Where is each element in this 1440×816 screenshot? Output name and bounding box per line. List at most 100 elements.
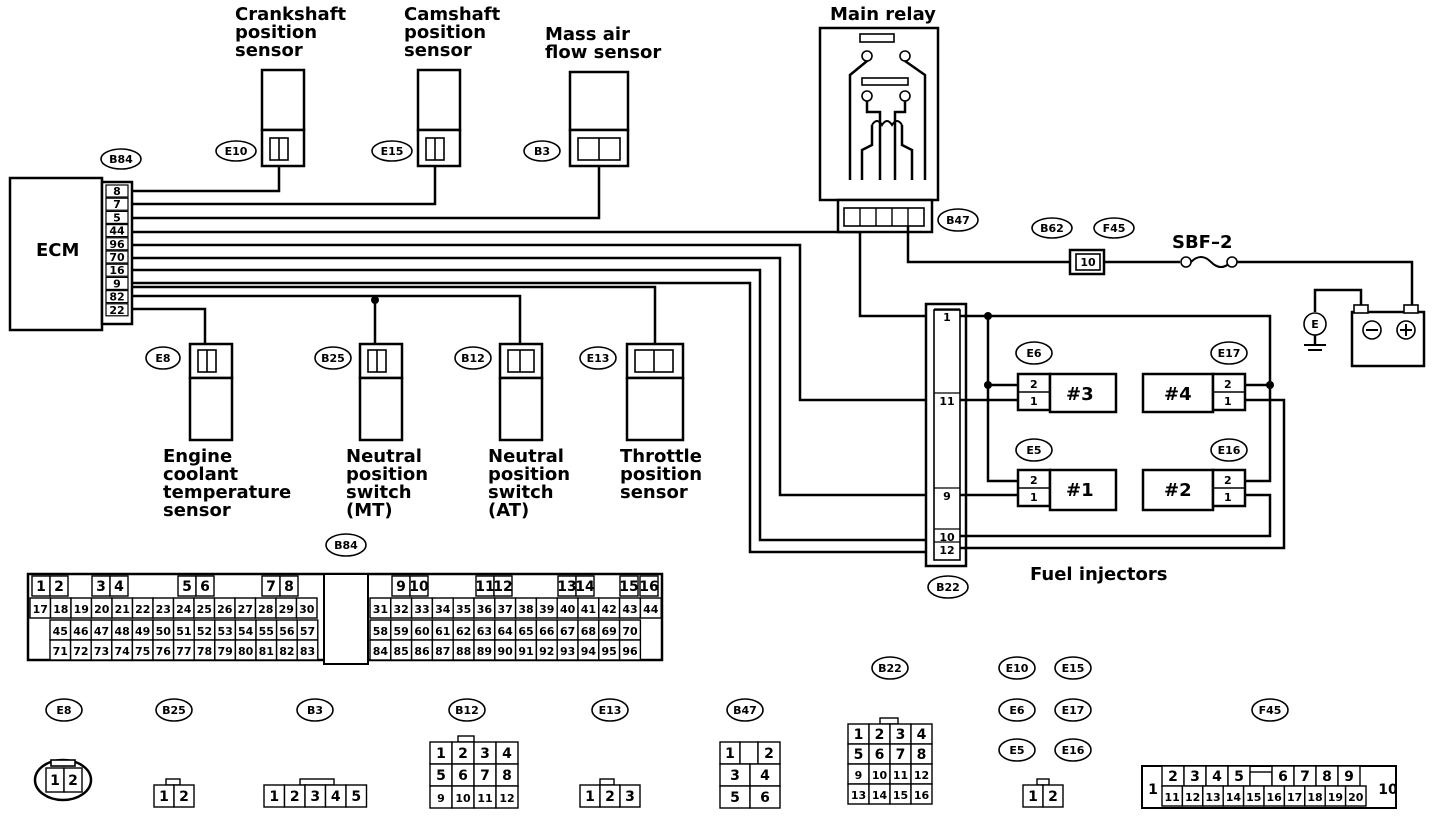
throttle-position-sensor: E13 Throttle position sensor (579, 342, 702, 503)
b84-pin: 27 (238, 603, 253, 616)
b84-pin: 68 (581, 625, 596, 638)
f45-pin: 2 (1168, 769, 1178, 785)
f45-pin: 19 (1328, 791, 1343, 804)
b84-pin: 44 (643, 603, 659, 616)
b12-pin: 1 (436, 746, 446, 762)
b3-pin: 5 (351, 789, 361, 805)
b22-pin: 6 (875, 747, 885, 763)
b47-pin: 1 (725, 746, 735, 762)
b84-pin: 62 (456, 625, 471, 638)
b84-pin: 69 (602, 625, 617, 638)
maf-label-1: Mass air (545, 24, 630, 45)
b84-pin: 53 (217, 625, 232, 638)
b84-pin: 93 (560, 645, 575, 658)
injector-3-label: #3 (1066, 384, 1094, 405)
b22-pin: 13 (851, 789, 866, 802)
coolant-temp-sensor: E8 Engine coolant temperature sensor (145, 342, 291, 521)
b25-tag: B25 (321, 352, 345, 365)
ecm-pin: 44 (109, 225, 125, 238)
b84-pin: 5 (182, 579, 192, 595)
b22-pin: 3 (896, 727, 906, 743)
b22-pin: 11 (939, 395, 954, 408)
b84-pin: 67 (560, 625, 575, 638)
b84-pin: 15 (619, 579, 638, 595)
b84-pin: 64 (498, 625, 514, 638)
b84-pin: 17 (33, 603, 48, 616)
e17-tag: E17 (1218, 347, 1241, 360)
f45-pin: 15 (1246, 791, 1261, 804)
b84-pin: 55 (259, 625, 274, 638)
crankshaft-label-2: position (235, 22, 317, 43)
e5-pin-1: 1 (1030, 491, 1038, 504)
nps-at-label-1: Neutral (488, 446, 564, 467)
main-relay: Main relay B47 (818, 4, 1072, 264)
b22-pin: 14 (872, 789, 888, 802)
e16-pin-1: 1 (1224, 491, 1232, 504)
b22-pin: 7 (896, 747, 906, 763)
ecm-pin: 5 (113, 211, 121, 224)
neutral-switch-mt: B25 Neutral position switch (MT) (314, 342, 428, 521)
b84-pin: 4 (114, 579, 124, 595)
b47-face-tag: B47 (733, 704, 757, 717)
b22-pin: 5 (854, 747, 864, 763)
b84-pin: 8 (284, 579, 294, 595)
b22-pin: 9 (855, 769, 863, 782)
nps-at-label-4: (AT) (488, 500, 529, 521)
f45-pin: 1 (1148, 782, 1158, 798)
b12-pin: 2 (458, 746, 468, 762)
b84-pin: 79 (217, 645, 232, 658)
b84-pin: 29 (279, 603, 294, 616)
ecm-wires (132, 166, 940, 554)
b3-pin: 2 (290, 789, 300, 805)
b84-pin: 42 (602, 603, 617, 616)
b12-pin: 4 (502, 746, 512, 762)
b22-pin: 8 (917, 747, 927, 763)
b47-pin: 3 (730, 768, 740, 784)
b47-tag: B47 (946, 214, 970, 227)
b84-pin: 89 (477, 645, 492, 658)
b84-pin: 74 (114, 645, 130, 658)
f45-pin: 4 (1212, 769, 1222, 785)
f45-pin: 20 (1348, 791, 1364, 804)
f45-pin: 3 (1190, 769, 1200, 785)
b84-pin: 9 (396, 579, 406, 595)
b84-pin: 7 (266, 579, 276, 595)
b22-pin: 15 (893, 789, 908, 802)
b84-pin: 12 (493, 579, 512, 595)
b22-pin: 4 (917, 727, 927, 743)
ect-label-3: temperature (163, 482, 291, 503)
b47-pin: 2 (764, 746, 774, 762)
ecm-pin: 96 (109, 238, 125, 251)
e-pair-pin: 2 (1048, 789, 1058, 805)
b84-pin: 48 (114, 625, 129, 638)
b84-pin: 57 (300, 625, 315, 638)
f45-pin: 5 (1234, 769, 1244, 785)
b84-pin: 76 (156, 645, 172, 658)
e13-tag: E13 (587, 352, 610, 365)
b84-pin: 52 (197, 625, 212, 638)
b84-pin: 11 (475, 579, 494, 595)
b84-pin: 1 (36, 579, 46, 595)
injector-3: E6 2 1 #3 (1015, 341, 1118, 414)
b84-pin: 28 (258, 603, 273, 616)
f45-pin: 13 (1205, 791, 1220, 804)
b22-pin: 1 (943, 311, 951, 324)
b22-pin: 12 (939, 544, 954, 557)
f45-pin: 14 (1226, 791, 1242, 804)
b84-pin: 3 (96, 579, 106, 595)
camshaft-label-3: sensor (404, 40, 472, 61)
e15-tag: E15 (381, 145, 404, 158)
b62-pin: 10 (1080, 256, 1096, 269)
f45-pin: 8 (1322, 769, 1332, 785)
ect-label-1: Engine (163, 446, 232, 467)
neutral-switch-at: B12 Neutral position switch (AT) (454, 342, 570, 521)
b84-pin: 80 (238, 645, 254, 658)
b84-pin: 34 (435, 603, 451, 616)
